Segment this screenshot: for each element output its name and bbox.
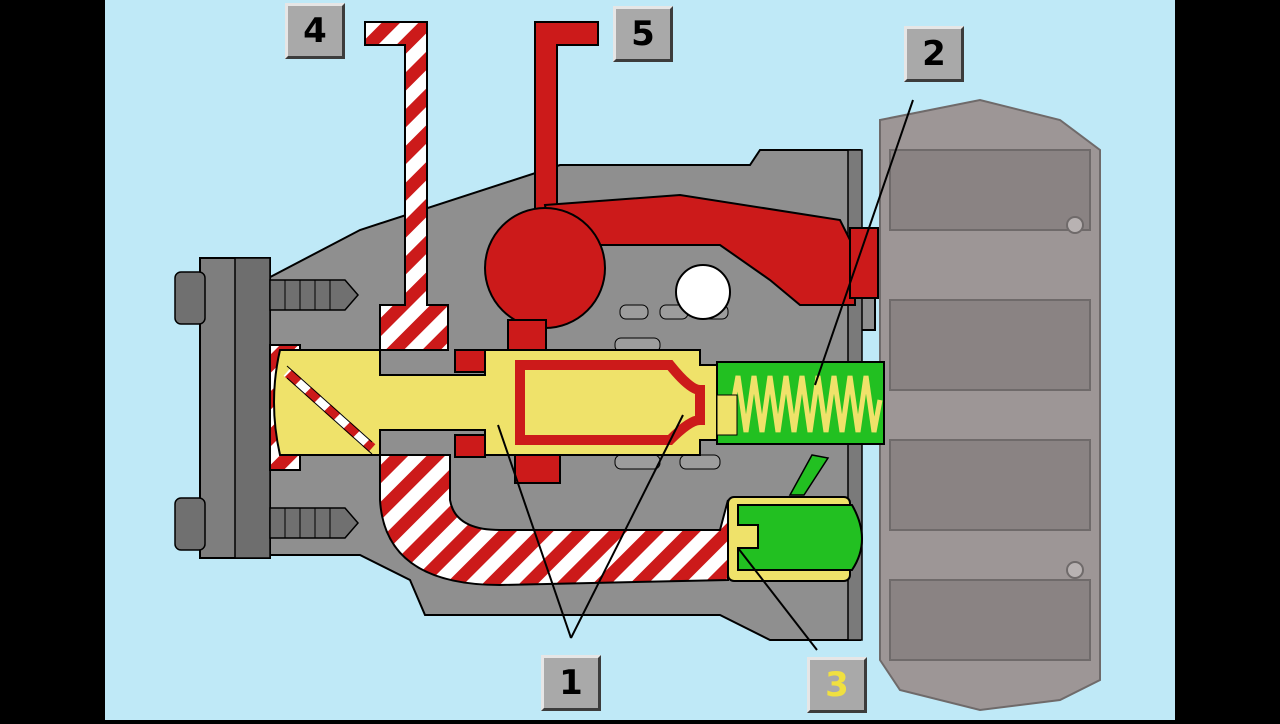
- spring-chamber: [716, 361, 885, 445]
- piston-sleeve: [454, 349, 561, 484]
- mounting-block: [879, 98, 1101, 712]
- leader-lines: [497, 99, 914, 651]
- callout-label-4-text: 4: [303, 11, 327, 51]
- callout-label-2-text: 2: [922, 34, 946, 74]
- callout-label-1: 1: [541, 655, 601, 711]
- callout-label-3-text: 3: [825, 665, 849, 705]
- callout-label-5-text: 5: [631, 14, 655, 54]
- spring: [727, 375, 883, 433]
- callout-label-1-text: 1: [559, 663, 583, 703]
- callout-label-4: 4: [285, 3, 345, 59]
- lever-arm: [484, 193, 879, 361]
- piston: [273, 349, 791, 456]
- lower-green-chamber: [727, 454, 863, 582]
- callout-label-5: 5: [613, 6, 673, 62]
- lower-pressure-channel: [379, 454, 729, 587]
- callout-label-2: 2: [904, 26, 964, 82]
- callout-label-3: 3: [807, 657, 867, 713]
